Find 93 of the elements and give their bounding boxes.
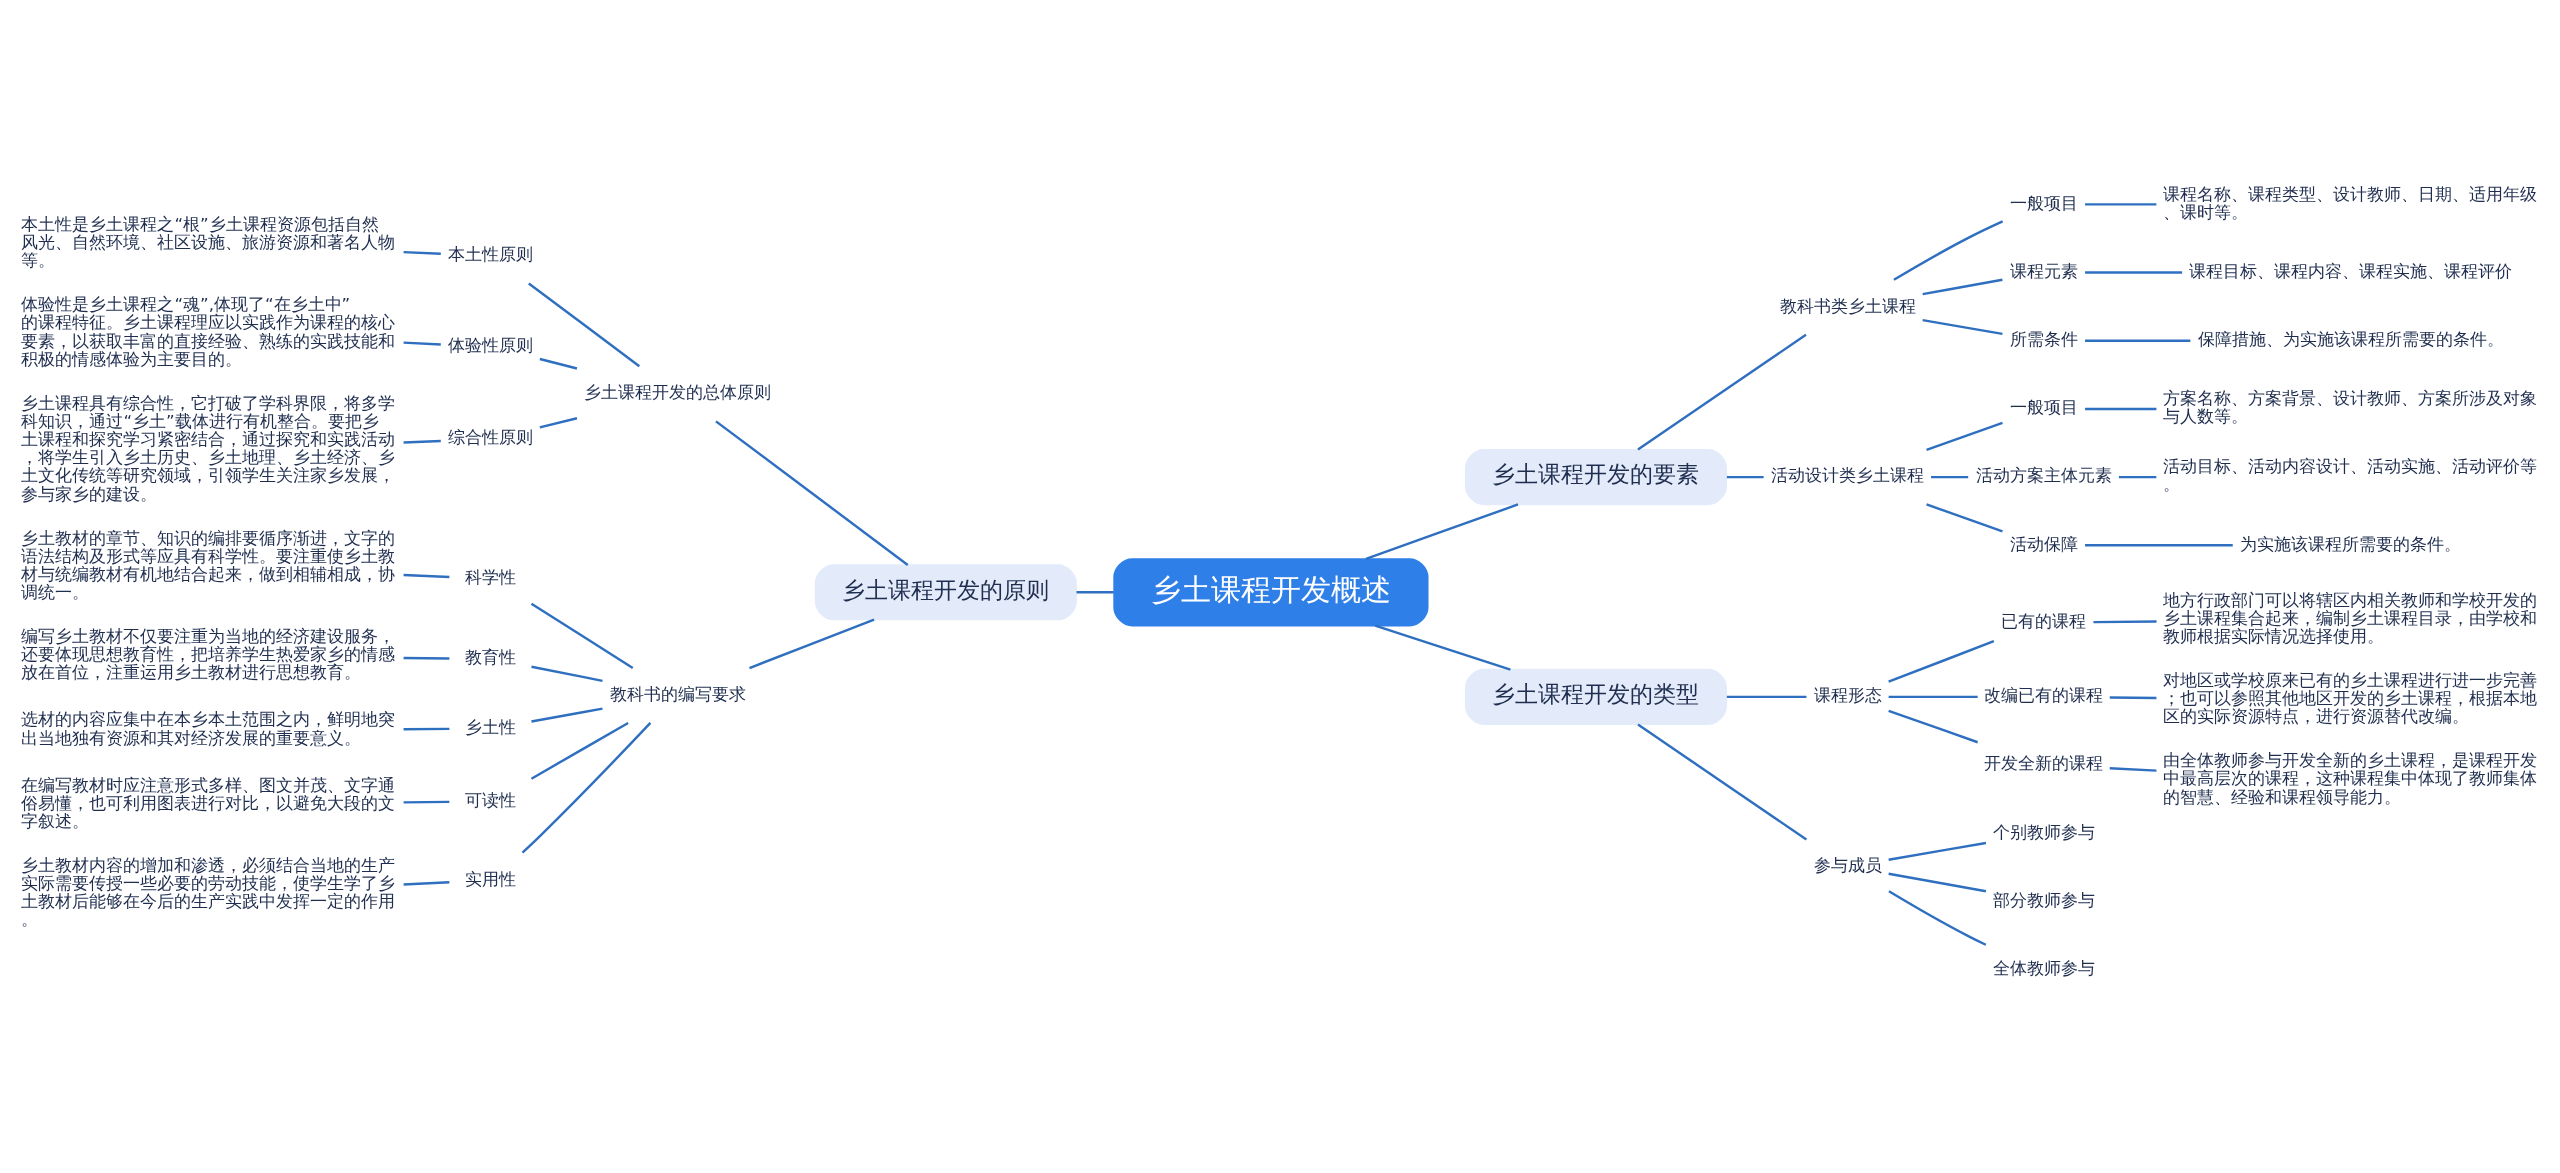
connector xyxy=(1726,475,1764,478)
node-text: 课程形态 xyxy=(1813,685,1882,705)
connector xyxy=(1888,709,1979,743)
connector xyxy=(2085,270,2183,274)
connector xyxy=(1888,639,1995,683)
node-text: 一般项目 xyxy=(2009,397,2078,417)
connector xyxy=(531,665,603,682)
node-text: 保障措施、为实施该课程所需要的条件。 xyxy=(2197,329,2504,349)
connector xyxy=(539,416,578,429)
connector xyxy=(1922,278,2003,295)
node-text: 改编已有的课程 xyxy=(1984,685,2104,705)
connector xyxy=(1637,723,1808,840)
node-box: 乡土课程开发的类型 xyxy=(1464,668,1728,725)
node-text: 一般项目 xyxy=(2009,193,2078,213)
node-text: 所需条件 xyxy=(2009,329,2078,349)
connector xyxy=(1922,318,2003,335)
connector xyxy=(403,573,450,578)
connector xyxy=(403,880,450,886)
node-text: 个别教师参与 xyxy=(1992,822,2095,842)
connector xyxy=(715,419,909,566)
connector xyxy=(749,617,875,669)
connector xyxy=(403,250,441,255)
connector xyxy=(530,602,634,669)
connector xyxy=(2109,695,2157,699)
connector xyxy=(1076,590,1114,593)
node-text: 课程元素 xyxy=(2009,261,2078,281)
connector xyxy=(2085,543,2233,547)
node-text: 本土性原则 xyxy=(447,244,533,264)
connector xyxy=(1637,333,1807,450)
node-text: 乡土教材的章节、知识的编排要循序渐进，文字的语法结构及形式等应具有科学性。要注重使乡土教材与统编教材有机地结合起来，做到相辅相成，协调统一。 xyxy=(21,528,396,602)
node-text: 教科书的编写要求 xyxy=(609,684,746,704)
node-text: 乡土课程开发的总体原则 xyxy=(584,382,772,402)
node-text: 开发全新的课程 xyxy=(1984,753,2104,773)
connector xyxy=(2093,619,2157,623)
node-text: 活动目标、活动内容设计、活动实施、活动评价等。 xyxy=(2162,456,2537,494)
connector xyxy=(1888,889,1987,946)
node-text: 体验性是乡土课程之“魂”,体现了“在乡土中”的课程特征。乡土课程理应以实践作为课程的核心要素，以获取丰富的直接经验、熟练的实践技能和积极的情感体验为主要目的。 xyxy=(21,294,396,369)
connector xyxy=(2085,407,2157,410)
node-text: 实用性 xyxy=(464,868,516,888)
node-text: 参与成员 xyxy=(1813,855,1882,875)
node-text: 全体教师参与 xyxy=(1992,958,2095,978)
node-text: 活动设计类乡土课程 xyxy=(1771,465,1925,485)
node-text: 课程目标、课程内容、课程实施、课程评价 xyxy=(2189,261,2513,281)
node-text: 教育性 xyxy=(464,647,516,667)
connector xyxy=(1726,695,1807,698)
connector xyxy=(1365,502,1519,560)
connector xyxy=(1374,624,1511,671)
node-box: 乡土课程开发的要素 xyxy=(1464,448,1728,505)
node-text: 为实施该课程所需要的条件。 xyxy=(2240,534,2462,554)
connector xyxy=(531,707,603,723)
node-text: 活动方案主体元素 xyxy=(1975,465,2112,485)
node-text: 乡土教材内容的增加和渗透，必须结合当地的生产实际需要传授一些必要的劳动技能，使学生学了乡土教材后能够在今后的生产实践中发挥一定的作用。 xyxy=(21,855,396,929)
node-text: 地方行政部门可以将辖区内相关教师和学校开发的乡土课程集合起来，编制乡土课程目录，由学校和教师根据实际情况选择使用。 xyxy=(2162,590,2537,646)
connector xyxy=(528,282,641,367)
connector xyxy=(521,721,652,853)
connector xyxy=(1888,695,1978,698)
node-text: 乡土课程具有综合性，它打破了学科界限，将多学科知识，通过“乡土”载体进行有机整合。要把乡土课程和探究学习紧密结合，通过探究和实践活动，将学生引入乡土历史、乡土地理、乡土经济、乡土文化传统等研究领域，引领学生关注家乡发展，参与家乡的建设。 xyxy=(21,393,396,504)
node-text: 本土性是乡土课程之“根”乡土课程资源包括自然风光、自然环境、社区设施、旅游资源和著名人物等。 xyxy=(21,214,396,270)
connector xyxy=(403,439,441,444)
connector xyxy=(539,357,578,370)
node-box: 乡土课程开发概述 xyxy=(1113,557,1429,626)
node-text: 体验性原则 xyxy=(447,335,533,355)
node-text: 教科书类乡土课程 xyxy=(1779,296,1916,316)
connector xyxy=(2085,339,2191,342)
node-text: 方案名称、方案背景、设计教师、方案所涉及对象与人数等。 xyxy=(2162,388,2537,426)
connector xyxy=(1926,421,2003,451)
node-text: 编写乡土教材不仅要注重为当地的经济建设服务，还要体现思想教育性，把培养学生热爱家乡的情感放在首位，注重运用乡土教材进行思想教育。 xyxy=(21,626,396,682)
connector xyxy=(1893,219,2004,281)
node-text: 课程名称、课程类型、设计教师、日期、适用年级、课时等。 xyxy=(2162,183,2537,222)
connector xyxy=(1888,872,1987,892)
connector xyxy=(2109,766,2157,772)
node-text: 乡土性 xyxy=(464,717,516,737)
connector xyxy=(403,800,450,804)
connector xyxy=(403,656,450,660)
connector xyxy=(403,340,441,346)
connector xyxy=(1931,475,1969,478)
node-text: 活动保障 xyxy=(2009,534,2078,554)
node-box: 乡土课程开发的原则 xyxy=(814,563,1077,620)
connector xyxy=(1926,502,2003,532)
connector xyxy=(2085,202,2157,206)
node-text: 选材的内容应集中在本乡本土范围之内，鲜明地突出当地独有资源和其对经济发展的重要意义。 xyxy=(21,709,396,748)
node-text: 部分教师参与 xyxy=(1992,890,2095,910)
connector xyxy=(2118,475,2157,478)
node-text: 由全体教师参与开发全新的乡土课程，是课程开发中最高层次的课程，这种课程集中体现了教师集体的智慧、经验和课程领导能力。 xyxy=(2162,750,2537,807)
connector xyxy=(1888,841,1987,861)
node-text: 科学性 xyxy=(464,567,516,587)
node-text: 可读性 xyxy=(464,790,516,810)
node-text: 对地区或学校原来已有的乡土课程进行进一步完善；也可以参照其他地区开发的乡土课程，根据本地区的实际资源特点，进行资源替代改编。 xyxy=(2162,670,2537,726)
connector xyxy=(403,727,450,730)
node-text: 已有的课程 xyxy=(2001,611,2087,631)
connector xyxy=(530,721,629,780)
node-text: 在编写教材时应注意形式多样、图文并茂、文字通俗易懂，也可利用图表进行对比，以避免大段的文字叙述。 xyxy=(21,775,396,831)
node-text: 综合性原则 xyxy=(447,427,533,447)
